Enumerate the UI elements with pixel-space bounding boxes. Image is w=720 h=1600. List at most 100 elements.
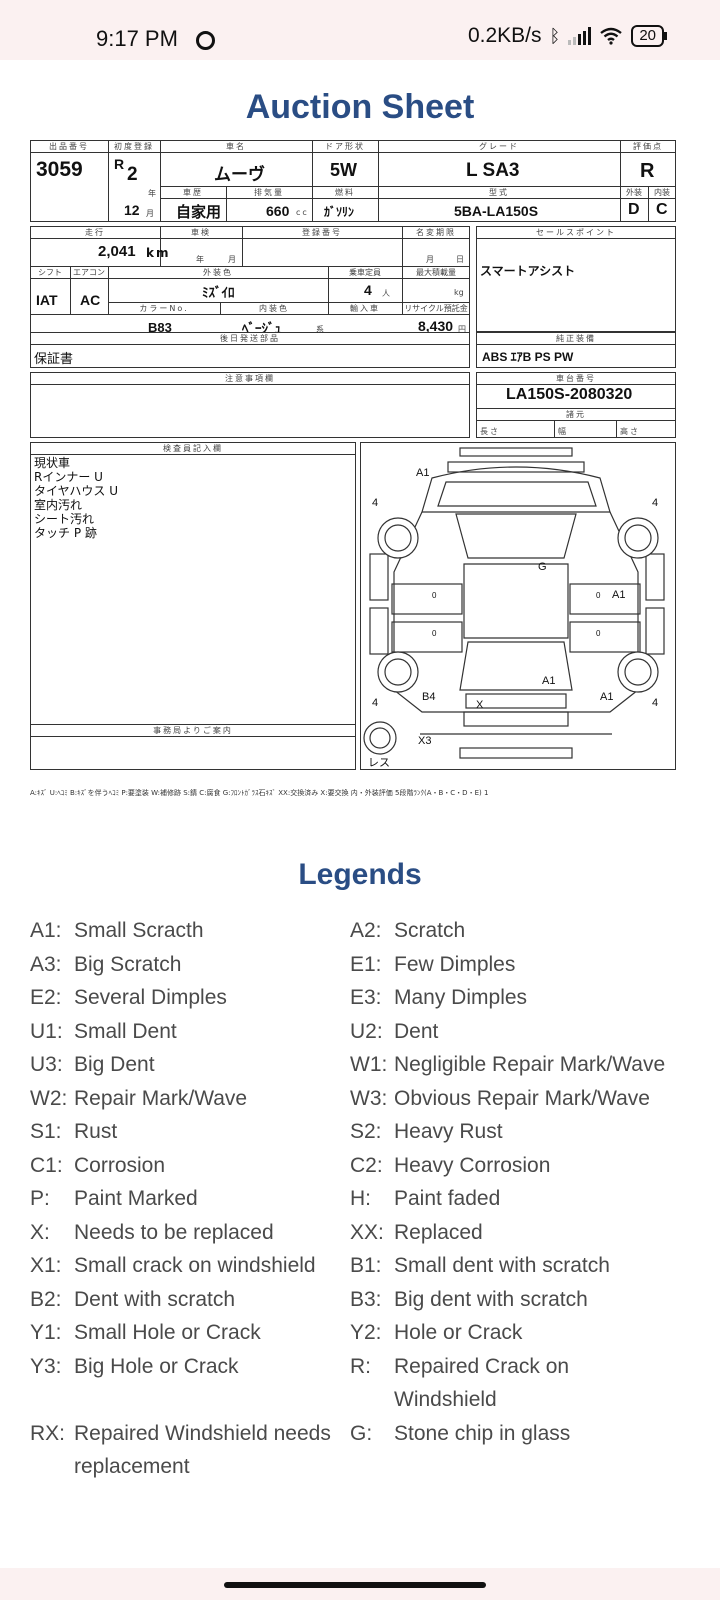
post-parts: 保証書 <box>34 351 74 366</box>
network-speed: 0.2KB/s <box>467 24 542 47</box>
legend-code: W1: <box>350 1053 388 1076</box>
legend-desc: Dent with scratch <box>74 1287 236 1311</box>
month-unit: 月 <box>146 209 156 218</box>
year-unit: 年 <box>148 189 158 198</box>
note-line: シート汚れ <box>34 512 95 526</box>
sys-unit: 系 <box>316 325 326 334</box>
car-diagram: A1 G A1 A1 B4 A1 X X3 4 4 4 4 レス 0 0 0 0 <box>363 447 665 769</box>
legend-item: Y1:Small Hole or Crack <box>30 1316 350 1350</box>
legend-code: X: <box>30 1220 50 1244</box>
battery-icon: 20 <box>631 25 667 47</box>
name-month-unit: 月 <box>426 255 436 264</box>
status-right: 0.2KB/s ᛒ 20 <box>467 24 667 48</box>
caution-label: 注意事項欄 <box>225 374 275 383</box>
legend-desc: Corrosion <box>74 1153 166 1177</box>
legend-item: XX:Replaced <box>350 1216 670 1250</box>
legend-desc: Rust <box>74 1120 118 1143</box>
note-line: Rインナー U <box>34 470 103 484</box>
legend-desc: Heavy Rust <box>394 1120 503 1143</box>
legend-code: W3: <box>350 1086 388 1110</box>
legend-code: XX: <box>350 1220 384 1244</box>
zero-mark: 0 <box>432 629 437 638</box>
legend-desc: Few Dimples <box>394 952 516 976</box>
legend-code: E3: <box>350 986 382 1009</box>
legend-desc: Needs to be replaced <box>74 1220 274 1244</box>
legend-desc: Big dent with scratch <box>394 1287 588 1311</box>
status-bar: 9:17 PM 0.2KB/s ᛒ 20 <box>0 0 720 60</box>
legend-item: B2:Dent with scratch <box>30 1283 350 1317</box>
tire-count-fl: 4 <box>372 497 378 509</box>
legend-item: X1:Small crack on windshield <box>30 1249 350 1283</box>
note-line: 現状車 <box>34 456 71 470</box>
recycle-fee: 8,430 <box>418 318 454 334</box>
length-label: 長さ <box>480 427 500 436</box>
legend-desc: Repaired Crack on Windshield <box>394 1354 570 1412</box>
mark-front-left: A1 <box>416 467 429 479</box>
insp-month-unit: 月 <box>228 255 238 264</box>
legend-item: B3: Big dent with scratch <box>350 1283 670 1317</box>
car-history-label: 車歴 <box>183 188 203 197</box>
legend-code: C1: <box>30 1153 63 1177</box>
legend-desc: Hole or Crack <box>394 1321 523 1344</box>
legend-title: Legends <box>298 858 422 891</box>
interior-label: 内装 <box>654 188 670 197</box>
legend-code: S1: <box>30 1120 62 1143</box>
legend-item: P:Paint Marked <box>30 1182 350 1216</box>
auction-sheet: 出品番号 初度登録 車名 ドア形状 グレード 評価点 3059 R 2 年 ムー… <box>30 140 690 788</box>
legend-code: RX: <box>30 1421 66 1445</box>
reg-month: 12 <box>124 202 140 218</box>
legend-item: Y2:Hole or Crack <box>350 1316 670 1350</box>
legend-code: G: <box>350 1421 373 1445</box>
sheet-footnote: A:ｷｽﾞ U:ﾍｺﾐ B:ｷｽﾞを伴うﾍｺﾐ P:要塗装 W:補修跡 S:錆 … <box>30 789 489 797</box>
legend-item: C1: Corrosion <box>30 1149 350 1183</box>
legend-row: C1: Corrosion C2:Heavy Corrosion <box>30 1149 670 1183</box>
legend-code: B3: <box>350 1287 382 1311</box>
home-gesture-bar[interactable] <box>224 1582 486 1588</box>
equipment-box <box>476 332 676 368</box>
name-change-label: 名変期限 <box>416 228 456 237</box>
legend-code: A2: <box>350 919 382 942</box>
score: R <box>640 160 655 182</box>
mileage-box <box>30 226 470 342</box>
wifi-icon <box>600 27 623 45</box>
lot-no-label: 出品番号 <box>49 142 89 151</box>
legend-code: H: <box>350 1187 371 1210</box>
legend-desc: Big Scratch <box>74 952 182 976</box>
color-no-label: カラーNo. <box>139 304 189 313</box>
legend-item: A2:Scratch <box>350 914 670 948</box>
legend-code: B1: <box>350 1254 382 1277</box>
inspector-label: 検査員記入欄 <box>163 444 223 453</box>
note-line: 室内汚れ <box>34 498 83 512</box>
fuel-label: 燃料 <box>335 188 355 197</box>
record-indicator-icon <box>196 31 215 50</box>
interior-score: C <box>656 201 668 218</box>
legend-item: A1:Small Scracth <box>30 914 350 948</box>
tire-count-rl: 4 <box>372 697 378 709</box>
equipment-label: 純正装備 <box>556 334 596 343</box>
tire-count-fr: 4 <box>652 497 658 509</box>
name-day-unit: 日 <box>456 255 466 264</box>
legend-item: E1:Few Dimples <box>350 948 670 982</box>
first-reg-label: 初度登録 <box>114 142 154 151</box>
chassis-box <box>476 372 676 438</box>
legend-item: C2:Heavy Corrosion <box>350 1149 670 1183</box>
caution-box <box>30 372 470 438</box>
legend-code: A1: <box>30 919 62 942</box>
mileage-label: 走行 <box>85 228 105 237</box>
capacity: 4 <box>364 282 372 298</box>
zero-mark: 0 <box>432 591 437 600</box>
zero-mark: 0 <box>596 591 601 600</box>
sales-point: スマートアシスト <box>480 264 576 278</box>
legend-code: U1: <box>30 1019 63 1043</box>
legend-desc: Heavy Corrosion <box>394 1153 551 1177</box>
zero-mark: 0 <box>596 629 601 638</box>
note-line: タイヤハウス U <box>34 484 118 498</box>
